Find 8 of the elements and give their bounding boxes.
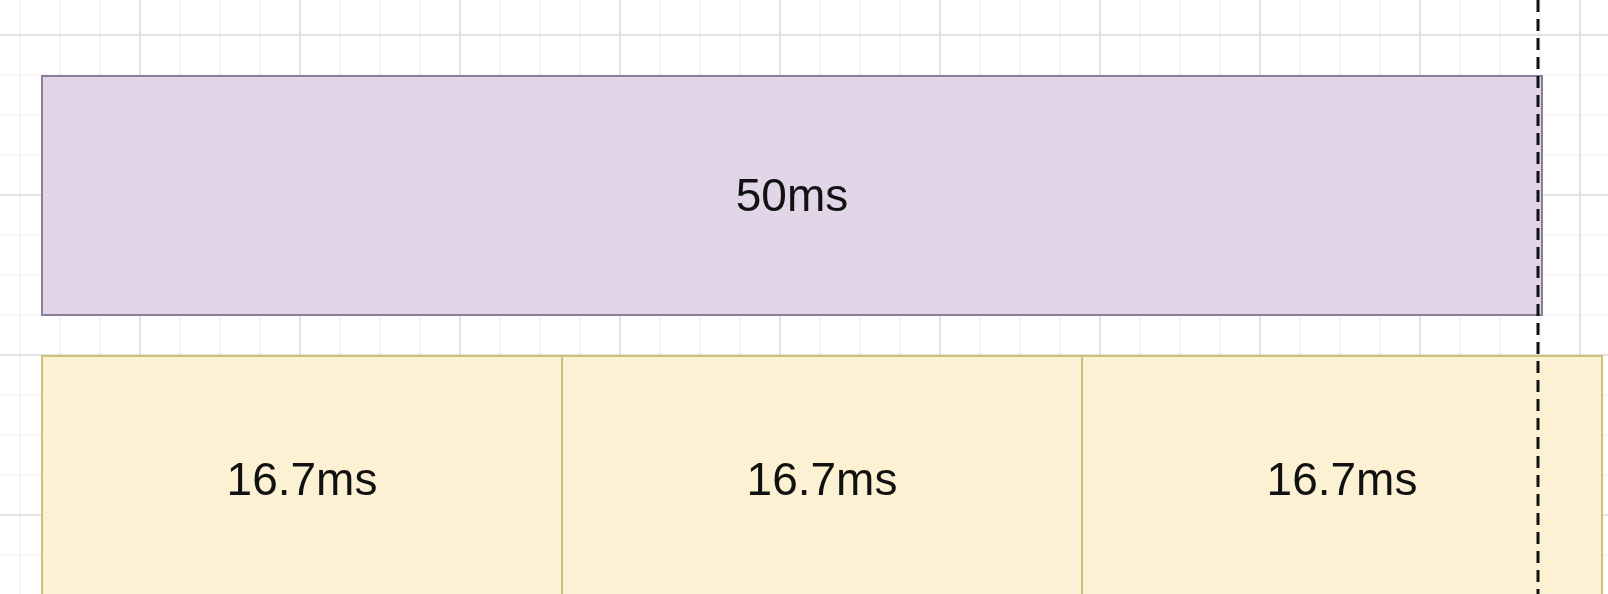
frame-block	[1083, 355, 1603, 594]
duration-label: 50ms	[735, 169, 849, 222]
duration-label: 16.7ms	[1266, 453, 1418, 506]
duration-block	[41, 75, 1543, 316]
frame-block	[563, 355, 1083, 594]
duration-label: 16.7ms	[746, 453, 898, 506]
duration-label: 16.7ms	[226, 453, 378, 506]
frame-block	[41, 355, 563, 594]
